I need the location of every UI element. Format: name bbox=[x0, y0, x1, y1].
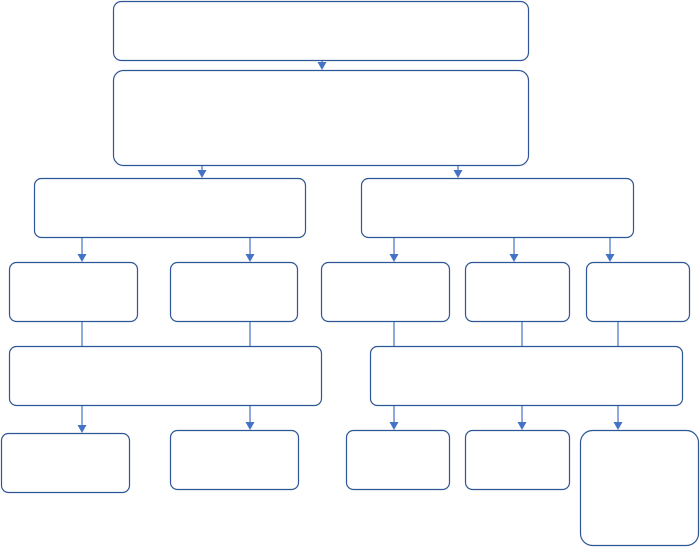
arrowhead-icon bbox=[77, 254, 87, 262]
connector-right-branch-to-right-child-3 bbox=[605, 237, 615, 262]
connector-left-branch-to-left-child-2 bbox=[245, 237, 255, 262]
box-outline bbox=[345, 429, 451, 491]
box-outline bbox=[112, 0, 530, 62]
box-outline bbox=[369, 345, 684, 407]
arrowhead-icon bbox=[245, 422, 255, 430]
box-left-branch bbox=[33, 177, 307, 239]
box-outline bbox=[33, 177, 307, 239]
arrowhead-icon bbox=[605, 254, 615, 262]
box-right-leaf-2 bbox=[464, 429, 571, 491]
box-right-leaf-1 bbox=[345, 429, 451, 491]
box-right-child-1 bbox=[320, 261, 451, 323]
box-right-leaf-3 bbox=[579, 429, 700, 547]
box-outline bbox=[0, 432, 131, 494]
arrowhead-icon bbox=[197, 170, 207, 178]
arrowhead-icon bbox=[389, 254, 399, 262]
box-outline bbox=[8, 261, 139, 323]
arrowhead-icon bbox=[245, 254, 255, 262]
box-outline bbox=[585, 261, 691, 323]
box-left-child-1 bbox=[8, 261, 139, 323]
box-outline bbox=[169, 261, 299, 323]
connector-right-merge-to-right-leaf-3 bbox=[613, 405, 623, 430]
arrowhead-icon bbox=[453, 170, 463, 178]
box-outline bbox=[169, 429, 300, 491]
box-left-leaf-1 bbox=[0, 432, 131, 494]
connector-left-branch-to-left-child-1 bbox=[77, 237, 87, 262]
connector-right-branch-to-right-child-2 bbox=[509, 237, 519, 262]
box-outline bbox=[320, 261, 451, 323]
box-right-child-2 bbox=[464, 261, 571, 323]
box-outline bbox=[579, 429, 700, 547]
arrowhead-icon bbox=[517, 422, 527, 430]
box-right-child-3 bbox=[585, 261, 691, 323]
box-outline bbox=[464, 261, 571, 323]
arrowhead-icon bbox=[509, 254, 519, 262]
box-outline bbox=[464, 429, 571, 491]
box-outline bbox=[360, 177, 635, 239]
box-left-leaf-2 bbox=[169, 429, 300, 491]
connector-left-merge-to-left-leaf-1 bbox=[77, 405, 87, 433]
box-left-merge bbox=[8, 345, 323, 407]
arrowhead-icon bbox=[389, 422, 399, 430]
connector-left-merge-to-left-leaf-2 bbox=[245, 405, 255, 430]
box-left-child-2 bbox=[169, 261, 299, 323]
connector-second-to-right-branch bbox=[453, 165, 463, 178]
connector-right-merge-to-right-leaf-2 bbox=[517, 405, 527, 430]
connector-right-merge-to-right-leaf-1 bbox=[389, 405, 399, 430]
box-right-branch bbox=[360, 177, 635, 239]
box-second bbox=[112, 69, 530, 167]
box-outline bbox=[112, 69, 530, 167]
arrowhead-icon bbox=[77, 425, 87, 433]
box-top bbox=[112, 0, 530, 62]
arrowhead-icon bbox=[613, 422, 623, 430]
connector-top-to-second bbox=[317, 60, 327, 70]
box-right-merge bbox=[369, 345, 684, 407]
box-outline bbox=[8, 345, 323, 407]
connector-right-branch-to-right-child-1 bbox=[389, 237, 399, 262]
connectors-layer bbox=[77, 60, 623, 433]
arrowhead-icon bbox=[317, 62, 327, 70]
connector-second-to-left-branch bbox=[197, 165, 207, 178]
